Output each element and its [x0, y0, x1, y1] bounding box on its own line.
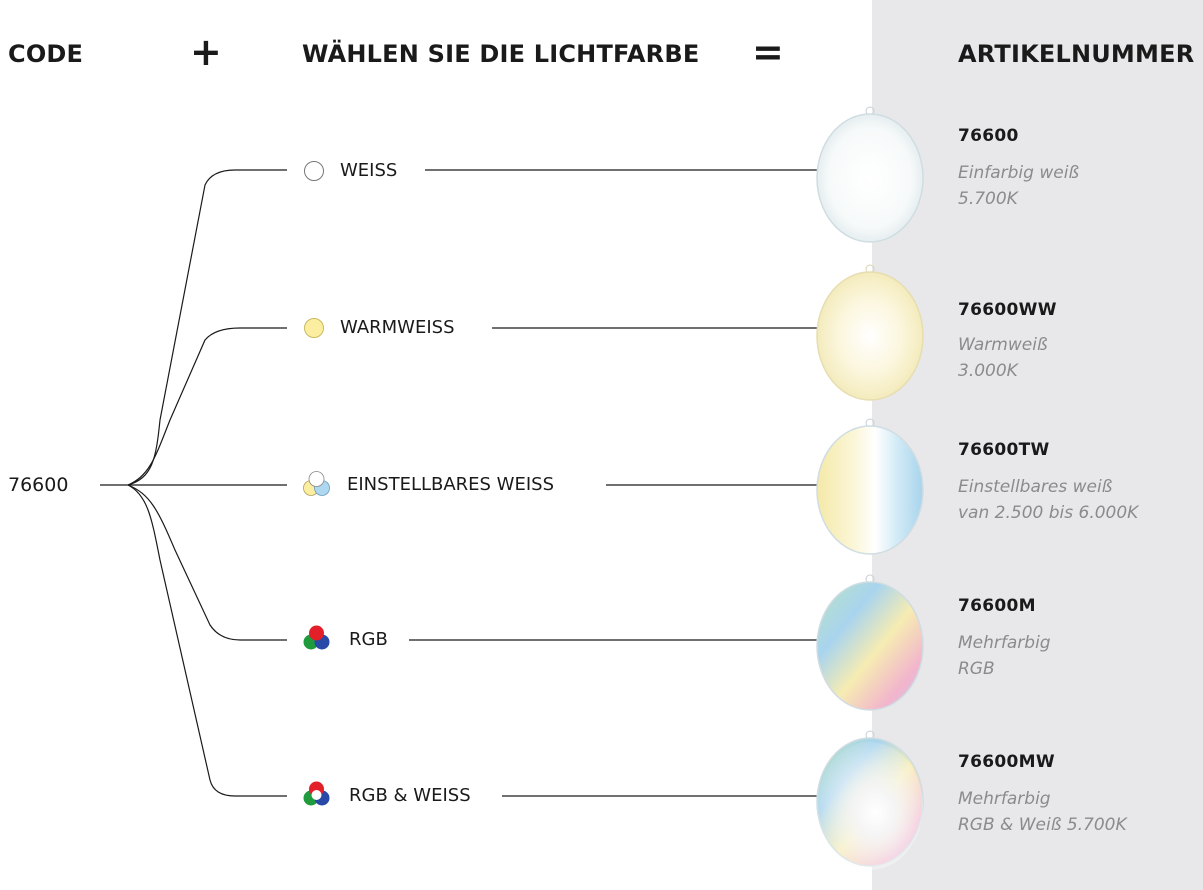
article-76600ww: 76600WW	[958, 300, 1057, 320]
article-76600mw: 76600MW	[958, 752, 1055, 772]
white-circle-icon	[304, 161, 324, 181]
article-number-panel	[872, 0, 1203, 890]
tunable-white-circles-icon	[303, 471, 330, 496]
option-rgb-label: RGB	[349, 629, 390, 650]
plus-sign: +	[190, 30, 222, 74]
option-warmweiss-label: WARMWEISS	[340, 317, 457, 338]
article-76600m-desc-2: RGB	[958, 659, 995, 679]
rgb-white-circles-icon	[303, 781, 330, 806]
article-76600ww-desc-2: 3.000K	[958, 361, 1018, 381]
equals-sign: =	[752, 30, 784, 74]
branch-warmweiss	[127, 327, 287, 486]
warm-white-circle-icon	[304, 318, 324, 338]
rgb-circles-icon	[303, 625, 330, 650]
article-76600m-desc-1: Mehrfarbig	[958, 633, 1051, 653]
article-76600ww-desc-1: Warmweiß	[958, 335, 1048, 355]
article-76600tw-desc-2: van 2.500 bis 6.000K	[958, 503, 1139, 523]
article-76600-desc-1: Einfarbig weiß	[958, 163, 1080, 183]
article-76600mw-desc-2: RGB & Weiß 5.700K	[958, 815, 1127, 835]
article-76600m: 76600M	[958, 596, 1036, 616]
code-heading: CODE	[8, 40, 84, 68]
branch-rgb-weiss	[127, 484, 287, 797]
article-76600-desc-2: 5.700K	[958, 189, 1018, 209]
branch-rgb	[127, 484, 287, 641]
choose-color-heading: WÄHLEN SIE DIE LICHTFARBE	[302, 40, 700, 68]
bulb-warmweiss	[816, 264, 924, 401]
article-number-heading: ARTIKELNUMMER	[958, 40, 1195, 68]
option-einstellbares-label: EINSTELLBARES WEISS	[347, 474, 557, 495]
article-76600tw-desc-1: Einstellbares weiß	[958, 477, 1113, 497]
bulb-rgb-weiss	[816, 730, 924, 870]
option-rgb-weiss-label: RGB & WEISS	[349, 785, 473, 806]
article-76600: 76600	[958, 126, 1019, 146]
article-76600mw-desc-1: Mehrfarbig	[958, 789, 1051, 809]
product-code: 76600	[8, 474, 69, 496]
article-76600tw: 76600TW	[958, 440, 1050, 460]
bulb-weiss	[816, 106, 924, 243]
branch-weiss	[127, 169, 287, 486]
option-weiss-label: WEISS	[340, 160, 400, 181]
bulb-einstellbares	[816, 418, 924, 555]
bulb-rgb	[816, 574, 924, 711]
